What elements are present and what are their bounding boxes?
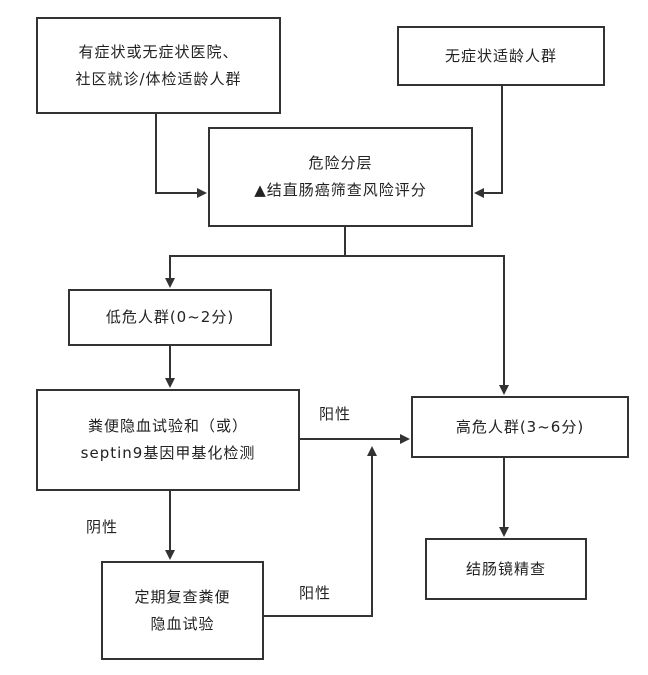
asymptomatic-population-box: 无症状适龄人群: [397, 26, 605, 86]
risk-score-label: ▲结直肠癌筛查风险评分: [254, 181, 427, 199]
colonoscopy-label: 结肠镜精查: [465, 559, 546, 578]
positive-label-bottom: 阳性: [299, 584, 332, 602]
asymptomatic-population-label: 无症状适龄人群: [444, 46, 557, 65]
clinic-population-box: 有症状或无症状医院、 社区就诊/体检适龄人群: [36, 17, 281, 114]
clinic-population-line1: 有症状或无症状医院、: [78, 42, 239, 61]
periodic-recheck-line2: 隐血试验: [150, 614, 215, 633]
risk-stratification-box: 危险分层 ▲结直肠癌筛查风险评分: [208, 127, 473, 227]
negative-label: 阴性: [86, 518, 119, 536]
colonoscopy-box: 结肠镜精查: [425, 538, 587, 600]
periodic-recheck-line1: 定期复查粪便: [134, 587, 231, 606]
edge-split-to-high: [345, 255, 509, 395]
high-risk-box: 高危人群(3~6分): [411, 396, 629, 458]
fobt-septin9-line2: septin9基因甲基化检测: [80, 444, 256, 462]
high-risk-label: 高危人群(3~6分): [455, 417, 585, 436]
low-risk-label: 低危人群(0~2分): [105, 308, 235, 326]
edge-asymptomatic-to-risk: [474, 86, 503, 198]
periodic-recheck-box: 定期复查粪便 隐血试验: [101, 561, 264, 660]
risk-stratification-title: 危险分层: [308, 154, 373, 172]
edge-clinic-to-risk: [155, 114, 207, 198]
fobt-septin9-box: 粪便隐血试验和（或） septin9基因甲基化检测: [36, 389, 300, 491]
clinic-population-line2: 社区就诊/体检适龄人群: [75, 69, 242, 88]
edge-split-to-low: [165, 255, 504, 288]
positive-label-top: 阳性: [319, 405, 352, 423]
low-risk-box: 低危人群(0~2分): [68, 289, 272, 346]
edge-recheck-to-high: [264, 446, 377, 617]
fobt-septin9-line1: 粪便隐血试验和（或）: [87, 417, 248, 435]
